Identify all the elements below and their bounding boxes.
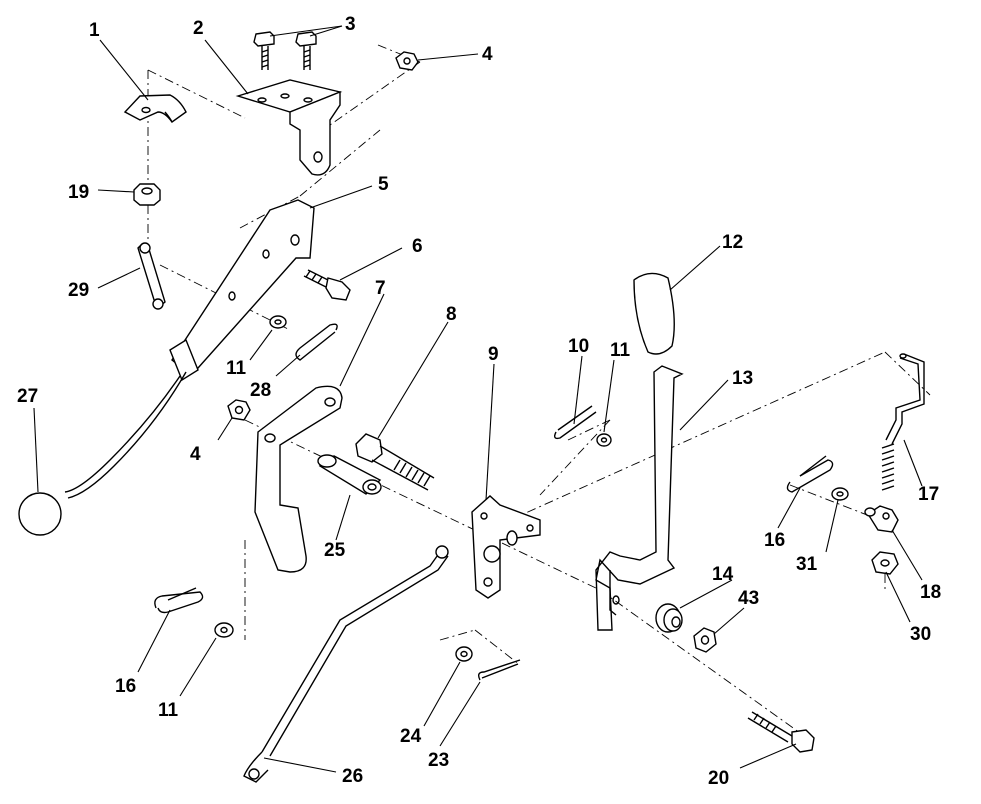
callout-16-left: 16 bbox=[115, 676, 136, 697]
part-12-grip bbox=[633, 272, 675, 355]
part-7-lever-plate bbox=[254, 385, 343, 573]
callout-9: 9 bbox=[488, 344, 499, 365]
part-29-link bbox=[137, 242, 166, 310]
callout-11-upper: 11 bbox=[226, 358, 247, 379]
part-2-bracket bbox=[235, 79, 343, 176]
part-6-bolt bbox=[303, 269, 351, 301]
part-11-washer-mid bbox=[596, 433, 612, 447]
leader-lines bbox=[33, 25, 923, 773]
callout-20: 20 bbox=[708, 768, 729, 789]
part-43-nut bbox=[693, 627, 717, 653]
callout-11-lower: 11 bbox=[158, 700, 179, 721]
callout-27: 27 bbox=[17, 386, 38, 407]
part-4-nut-top bbox=[395, 51, 419, 71]
callout-31: 31 bbox=[796, 554, 818, 575]
part-4-nut-left bbox=[227, 399, 251, 421]
part-13-shift-lever bbox=[595, 365, 684, 631]
part-8-bolt bbox=[355, 433, 435, 491]
part-16-pin-left bbox=[154, 587, 204, 614]
callout-16-right: 16 bbox=[764, 530, 785, 551]
part-11-washer-upper bbox=[269, 315, 287, 329]
callout-25: 25 bbox=[324, 540, 346, 561]
part-24-washer bbox=[455, 646, 473, 662]
part-27-knob bbox=[18, 492, 62, 536]
callout-11-mid: 11 bbox=[610, 340, 631, 361]
part-31-washer bbox=[831, 487, 849, 501]
part-26-rod bbox=[243, 545, 449, 783]
callout-17: 17 bbox=[918, 484, 939, 505]
callout-26: 26 bbox=[342, 766, 363, 787]
callout-10: 10 bbox=[568, 336, 589, 357]
part-23-pin bbox=[477, 659, 521, 681]
callout-5: 5 bbox=[378, 174, 389, 195]
part-28-hairpin bbox=[295, 323, 338, 361]
part-20-bolt bbox=[747, 711, 815, 753]
part-5-pedal-arm bbox=[64, 199, 315, 499]
callout-2: 2 bbox=[193, 18, 204, 39]
part-19-nut bbox=[133, 183, 161, 206]
callout-19: 19 bbox=[68, 182, 89, 203]
part-3-bolts bbox=[253, 31, 317, 70]
part-11-washer-lower bbox=[214, 622, 234, 638]
part-9-plate bbox=[471, 495, 541, 599]
callout-12: 12 bbox=[722, 232, 743, 253]
callout-6: 6 bbox=[412, 236, 423, 257]
callout-30: 30 bbox=[910, 624, 931, 645]
callout-7: 7 bbox=[375, 278, 386, 299]
part-17-rod bbox=[881, 353, 925, 491]
callout-1: 1 bbox=[89, 20, 100, 41]
callout-29: 29 bbox=[68, 280, 89, 301]
part-1-clip bbox=[123, 94, 187, 123]
callout-18: 18 bbox=[920, 582, 941, 603]
callout-43: 43 bbox=[738, 588, 759, 609]
callout-13: 13 bbox=[732, 368, 753, 389]
callout-4-left: 4 bbox=[190, 444, 201, 465]
callout-28: 28 bbox=[250, 380, 271, 401]
part-14-bushing bbox=[655, 603, 683, 633]
callout-3: 3 bbox=[345, 14, 356, 35]
part-25-spacer bbox=[317, 454, 382, 495]
part-18-swivel bbox=[864, 505, 899, 533]
callout-8: 8 bbox=[446, 304, 457, 325]
part-30-nut bbox=[871, 551, 899, 575]
part-16-pin-right bbox=[786, 455, 834, 493]
callout-labels: 1 2 3 4 4 5 6 7 8 9 10 11 11 11 12 13 14… bbox=[17, 14, 941, 789]
callout-14: 14 bbox=[712, 564, 734, 585]
callout-23: 23 bbox=[428, 750, 449, 771]
callout-4-top: 4 bbox=[482, 44, 493, 65]
callout-24: 24 bbox=[400, 726, 422, 747]
